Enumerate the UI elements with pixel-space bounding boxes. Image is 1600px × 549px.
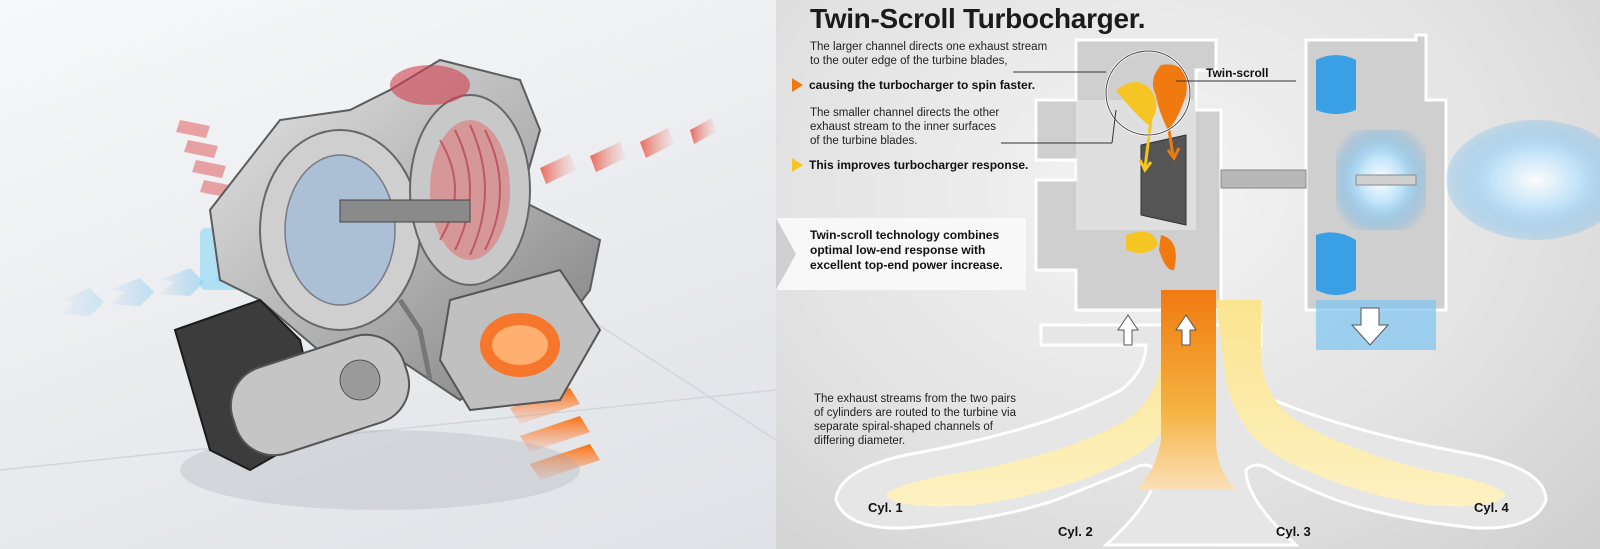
orange-triangle-icon: [792, 78, 803, 92]
cyl-2-label: Cyl. 2: [1058, 524, 1093, 539]
manifold-description: The exhaust streams from the two pairs o…: [814, 393, 1017, 447]
cyl-3-label: Cyl. 3: [1276, 524, 1311, 539]
turbocharger-photo: [0, 0, 776, 549]
twin-scroll-label: Twin-scroll: [1206, 66, 1269, 80]
diagram-title: Twin-Scroll Turbocharger.: [810, 3, 1146, 34]
turbocharger-cutaway-icon: [0, 58, 776, 510]
twin-scroll-schematic: [776, 33, 1600, 547]
yellow-triangle-icon: [792, 158, 803, 172]
callout-spin-faster: causing the turbocharger to spin faster.: [792, 78, 1035, 92]
callout-response: This improves turbocharger response.: [792, 158, 1028, 172]
summary-box: Twin-scroll technology combines optimal …: [810, 228, 1003, 272]
cyl-1-label: Cyl. 1: [868, 500, 903, 515]
smaller-channel-text: The smaller channel directs the other ex…: [810, 107, 1000, 147]
cyl-4-label: Cyl. 4: [1474, 500, 1509, 515]
larger-channel-text: The larger channel directs one exhaust s…: [810, 41, 1048, 67]
twin-scroll-diagram: The exhaust streams from the two pairs o…: [776, 0, 1600, 549]
